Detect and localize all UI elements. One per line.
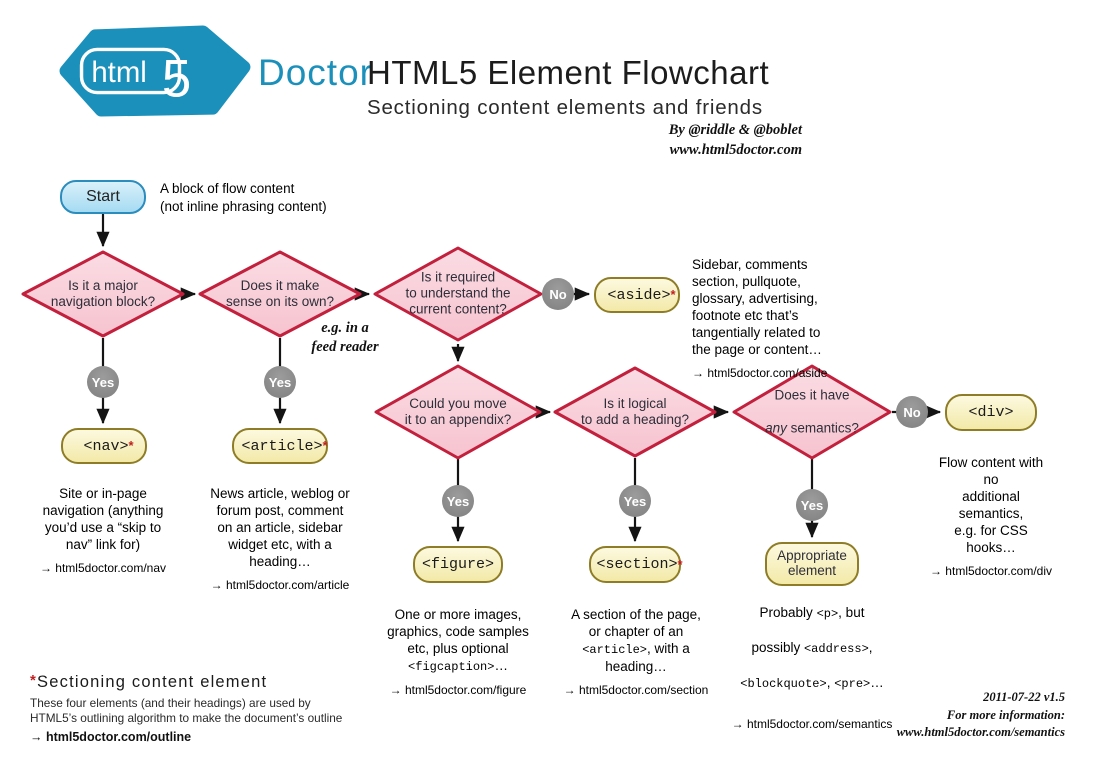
start-label: Start <box>86 188 120 205</box>
aside-doc-link: → html5doctor.com/aside <box>692 366 828 380</box>
question-semantics-line2: any semantics? <box>765 420 859 436</box>
page-title: HTML5 Element Flowchart <box>367 54 770 91</box>
diamond-q1 <box>21 250 185 338</box>
logo-5-text: 5 <box>162 49 191 108</box>
footnote-heading: *Sectioning content element <box>30 672 268 691</box>
more-info-url: www.html5doctor.com/semantics <box>896 725 1065 739</box>
aside-description: Sidebar, comments section, pullquote, gl… <box>692 257 828 380</box>
appropriate-doc-link: → html5doctor.com/semantics <box>731 717 893 732</box>
question-appendix: Could you move it to an appendix? <box>404 395 512 427</box>
diamond-q5 <box>553 366 717 458</box>
yes-badge-article: Yes <box>264 366 296 398</box>
byline: By @riddle & @boblet www.html5doctor.com <box>669 121 802 160</box>
logo-pill-outline <box>79 47 182 95</box>
node-div: <div> <box>945 394 1037 431</box>
article-doc-link: → html5doctor.com/article <box>210 578 350 592</box>
logo-html-text: html <box>91 56 146 89</box>
question-heading: Is it logical to add a heading? <box>580 395 690 427</box>
node-nav: <nav>* <box>61 428 147 464</box>
figure-description: One or more images, graphics, code sampl… <box>387 607 529 698</box>
version-date: 2011-07-22 v1.5 <box>983 690 1065 704</box>
byline-site: www.html5doctor.com <box>669 141 802 158</box>
diamond-q3 <box>373 246 543 342</box>
page-subtitle: Sectioning content elements and friends <box>367 96 763 119</box>
start-node: Start <box>60 180 146 214</box>
footnote-body: These four elements (and their headings)… <box>30 696 343 726</box>
no-badge-aside: No <box>542 278 574 310</box>
div-description: Flow content with no additional semantic… <box>929 455 1053 578</box>
byline-authors: By @riddle & @boblet <box>668 122 802 138</box>
question-semantics-line1: Does it have <box>774 387 850 403</box>
div-doc-link: → html5doctor.com/div <box>929 564 1053 578</box>
yes-badge-appropriate: Yes <box>796 489 828 521</box>
start-note: A block of flow content (not inline phra… <box>160 181 327 214</box>
section-doc-link: → html5doctor.com/section <box>563 683 709 698</box>
footer-left: *Sectioning content element These four e… <box>30 672 342 744</box>
no-badge-div: No <box>896 396 928 428</box>
feed-reader-note: e.g. in a feed reader <box>311 320 379 355</box>
appropriate-description: Probably <p>, but possibly <address>, <b… <box>731 605 893 732</box>
more-info-label: For more information: <box>946 707 1065 722</box>
yes-badge-figure: Yes <box>442 485 474 517</box>
yes-badge-section: Yes <box>619 485 651 517</box>
diamond-q4 <box>374 364 542 460</box>
brand-doctor: Doctor <box>258 52 373 93</box>
html5-doctor-logo: html 5 <box>59 25 251 117</box>
outline-doc-link: → html5doctor.com/outline <box>30 729 192 744</box>
question-own-sense: Does it make sense on its own? <box>225 277 335 309</box>
question-required-content: Is it required to understand the current… <box>405 269 511 318</box>
nav-description: Site or in-page navigation (anything you… <box>39 486 167 575</box>
question-semantics: Does it have any semantics? <box>765 372 859 453</box>
node-aside: <aside>* <box>594 277 680 313</box>
section-description: A section of the page, or chapter of an … <box>563 607 709 698</box>
diamond-q6 <box>732 364 892 460</box>
node-appropriate-element: Appropriate element <box>765 542 859 586</box>
node-article: <article>* <box>232 428 328 464</box>
footer-right: 2011-07-22 v1.5 For more information: ww… <box>897 689 1065 742</box>
yes-badge-nav: Yes <box>87 366 119 398</box>
decision-diamonds <box>21 246 892 460</box>
node-figure: <figure> <box>413 546 503 583</box>
diamond-q2 <box>198 250 362 338</box>
question-nav-block: Is it a major navigation block? <box>50 277 156 309</box>
node-section: <section>* <box>589 546 683 583</box>
figure-doc-link: → html5doctor.com/figure <box>389 683 527 698</box>
article-description: News article, weblog or forum post, comm… <box>210 486 350 592</box>
nav-doc-link: → html5doctor.com/nav <box>39 561 167 575</box>
logo-hexagon <box>59 25 251 117</box>
